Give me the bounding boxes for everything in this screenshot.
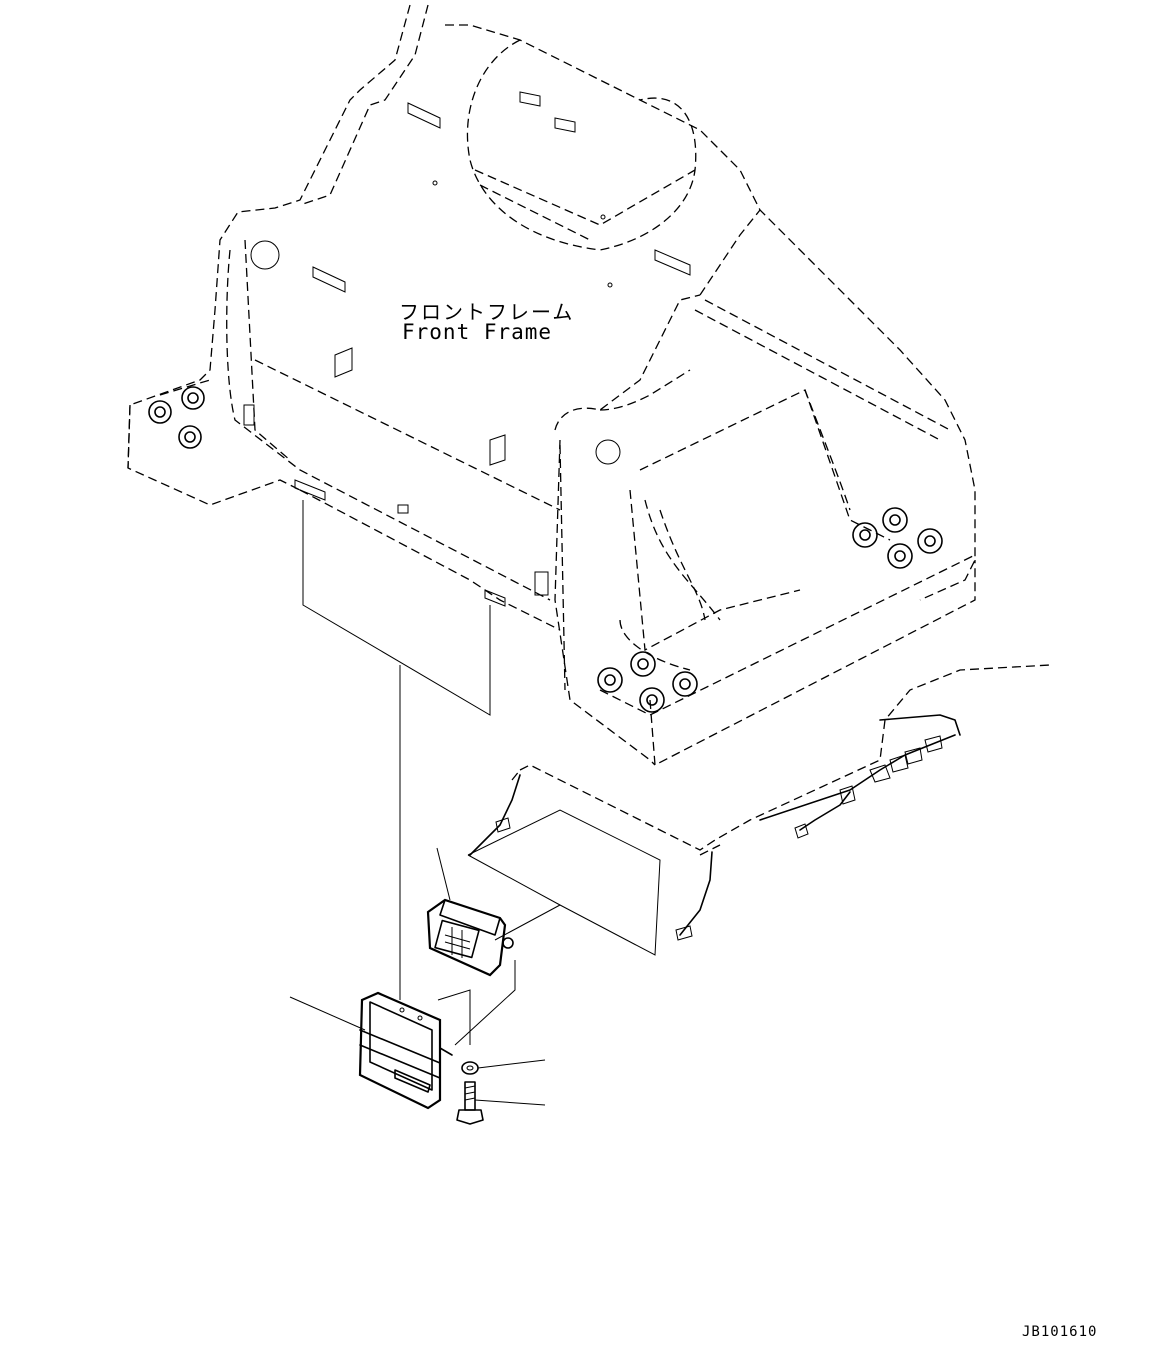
- leader-washer: [477, 1059, 546, 1069]
- frame-label-english: Front Frame: [402, 320, 553, 344]
- boss-group-left: [148, 386, 205, 449]
- reference-lines: [302, 500, 661, 1046]
- lamp-guard: [358, 991, 453, 1110]
- leader-lamp-guard: [289, 996, 366, 1031]
- boss-group-bottom: [597, 651, 698, 713]
- washer: [461, 1061, 479, 1075]
- wiring-harness: [469, 714, 961, 941]
- leader-bolt: [474, 1099, 546, 1106]
- work-lamp: [426, 898, 514, 977]
- bolt: [456, 1081, 484, 1125]
- drawing-code: JB101610: [1022, 1324, 1098, 1340]
- leader-work-lamp: [436, 847, 451, 901]
- boss-group-right: [852, 507, 943, 569]
- front-frame: [127, 4, 1051, 856]
- frame-label-japanese: フロントフレーム: [399, 300, 575, 324]
